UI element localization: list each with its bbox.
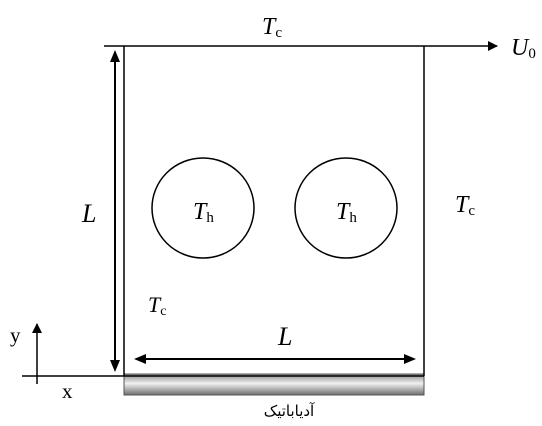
top-temperature-label: Tc [262, 14, 282, 41]
x-axis-label: x [62, 379, 73, 403]
height-label: L [81, 199, 96, 228]
lid-velocity-label: U0 [511, 35, 536, 62]
left-cylinder-temperature-label: Th [193, 199, 214, 226]
left-temperature-label: Tc [148, 292, 166, 319]
height-arrow-bottom-head [110, 360, 120, 372]
right-hot-cylinder [294, 157, 398, 259]
right-cylinder-temperature-label: Th [336, 199, 357, 226]
width-arrow-right-head [404, 354, 416, 364]
height-arrow-top-head [110, 50, 120, 62]
width-arrow-left-head [134, 354, 146, 364]
width-label: L [277, 322, 292, 351]
right-temperature-label: Tc [455, 192, 475, 219]
left-hot-cylinder [151, 157, 255, 259]
adiabatic-wall-label: آدیاباتیک [264, 402, 315, 420]
y-axis-label: y [10, 323, 21, 347]
adiabatic-wall [123, 373, 425, 396]
